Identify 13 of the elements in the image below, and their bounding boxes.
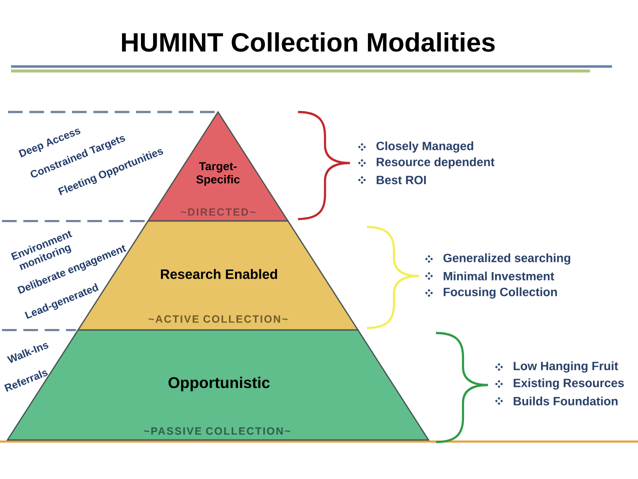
bullet-text: Generalized searching (443, 253, 570, 265)
tier-caption: ~PASSIVE COLLECTION~ (144, 427, 290, 435)
bullet-text: Low Hanging Fruit (514, 361, 618, 373)
bullet-text: Closely Managed (376, 141, 474, 153)
bullet-text: Existing Resources (514, 378, 624, 390)
bullet-text: Builds Foundation (514, 396, 618, 406)
bullet-text: Resource dependent (376, 157, 494, 169)
tier-caption: ~ACTIVE COLLECTION~ (148, 315, 288, 323)
bullet-text: Best ROI (376, 176, 426, 184)
tier-caption: ~DIRECTED~ (180, 208, 256, 216)
title: HUMINT Collection Modalities (122, 32, 495, 52)
bullet-text: Minimal Investment (444, 272, 554, 280)
bullet-text: Focusing Collection (444, 287, 557, 299)
